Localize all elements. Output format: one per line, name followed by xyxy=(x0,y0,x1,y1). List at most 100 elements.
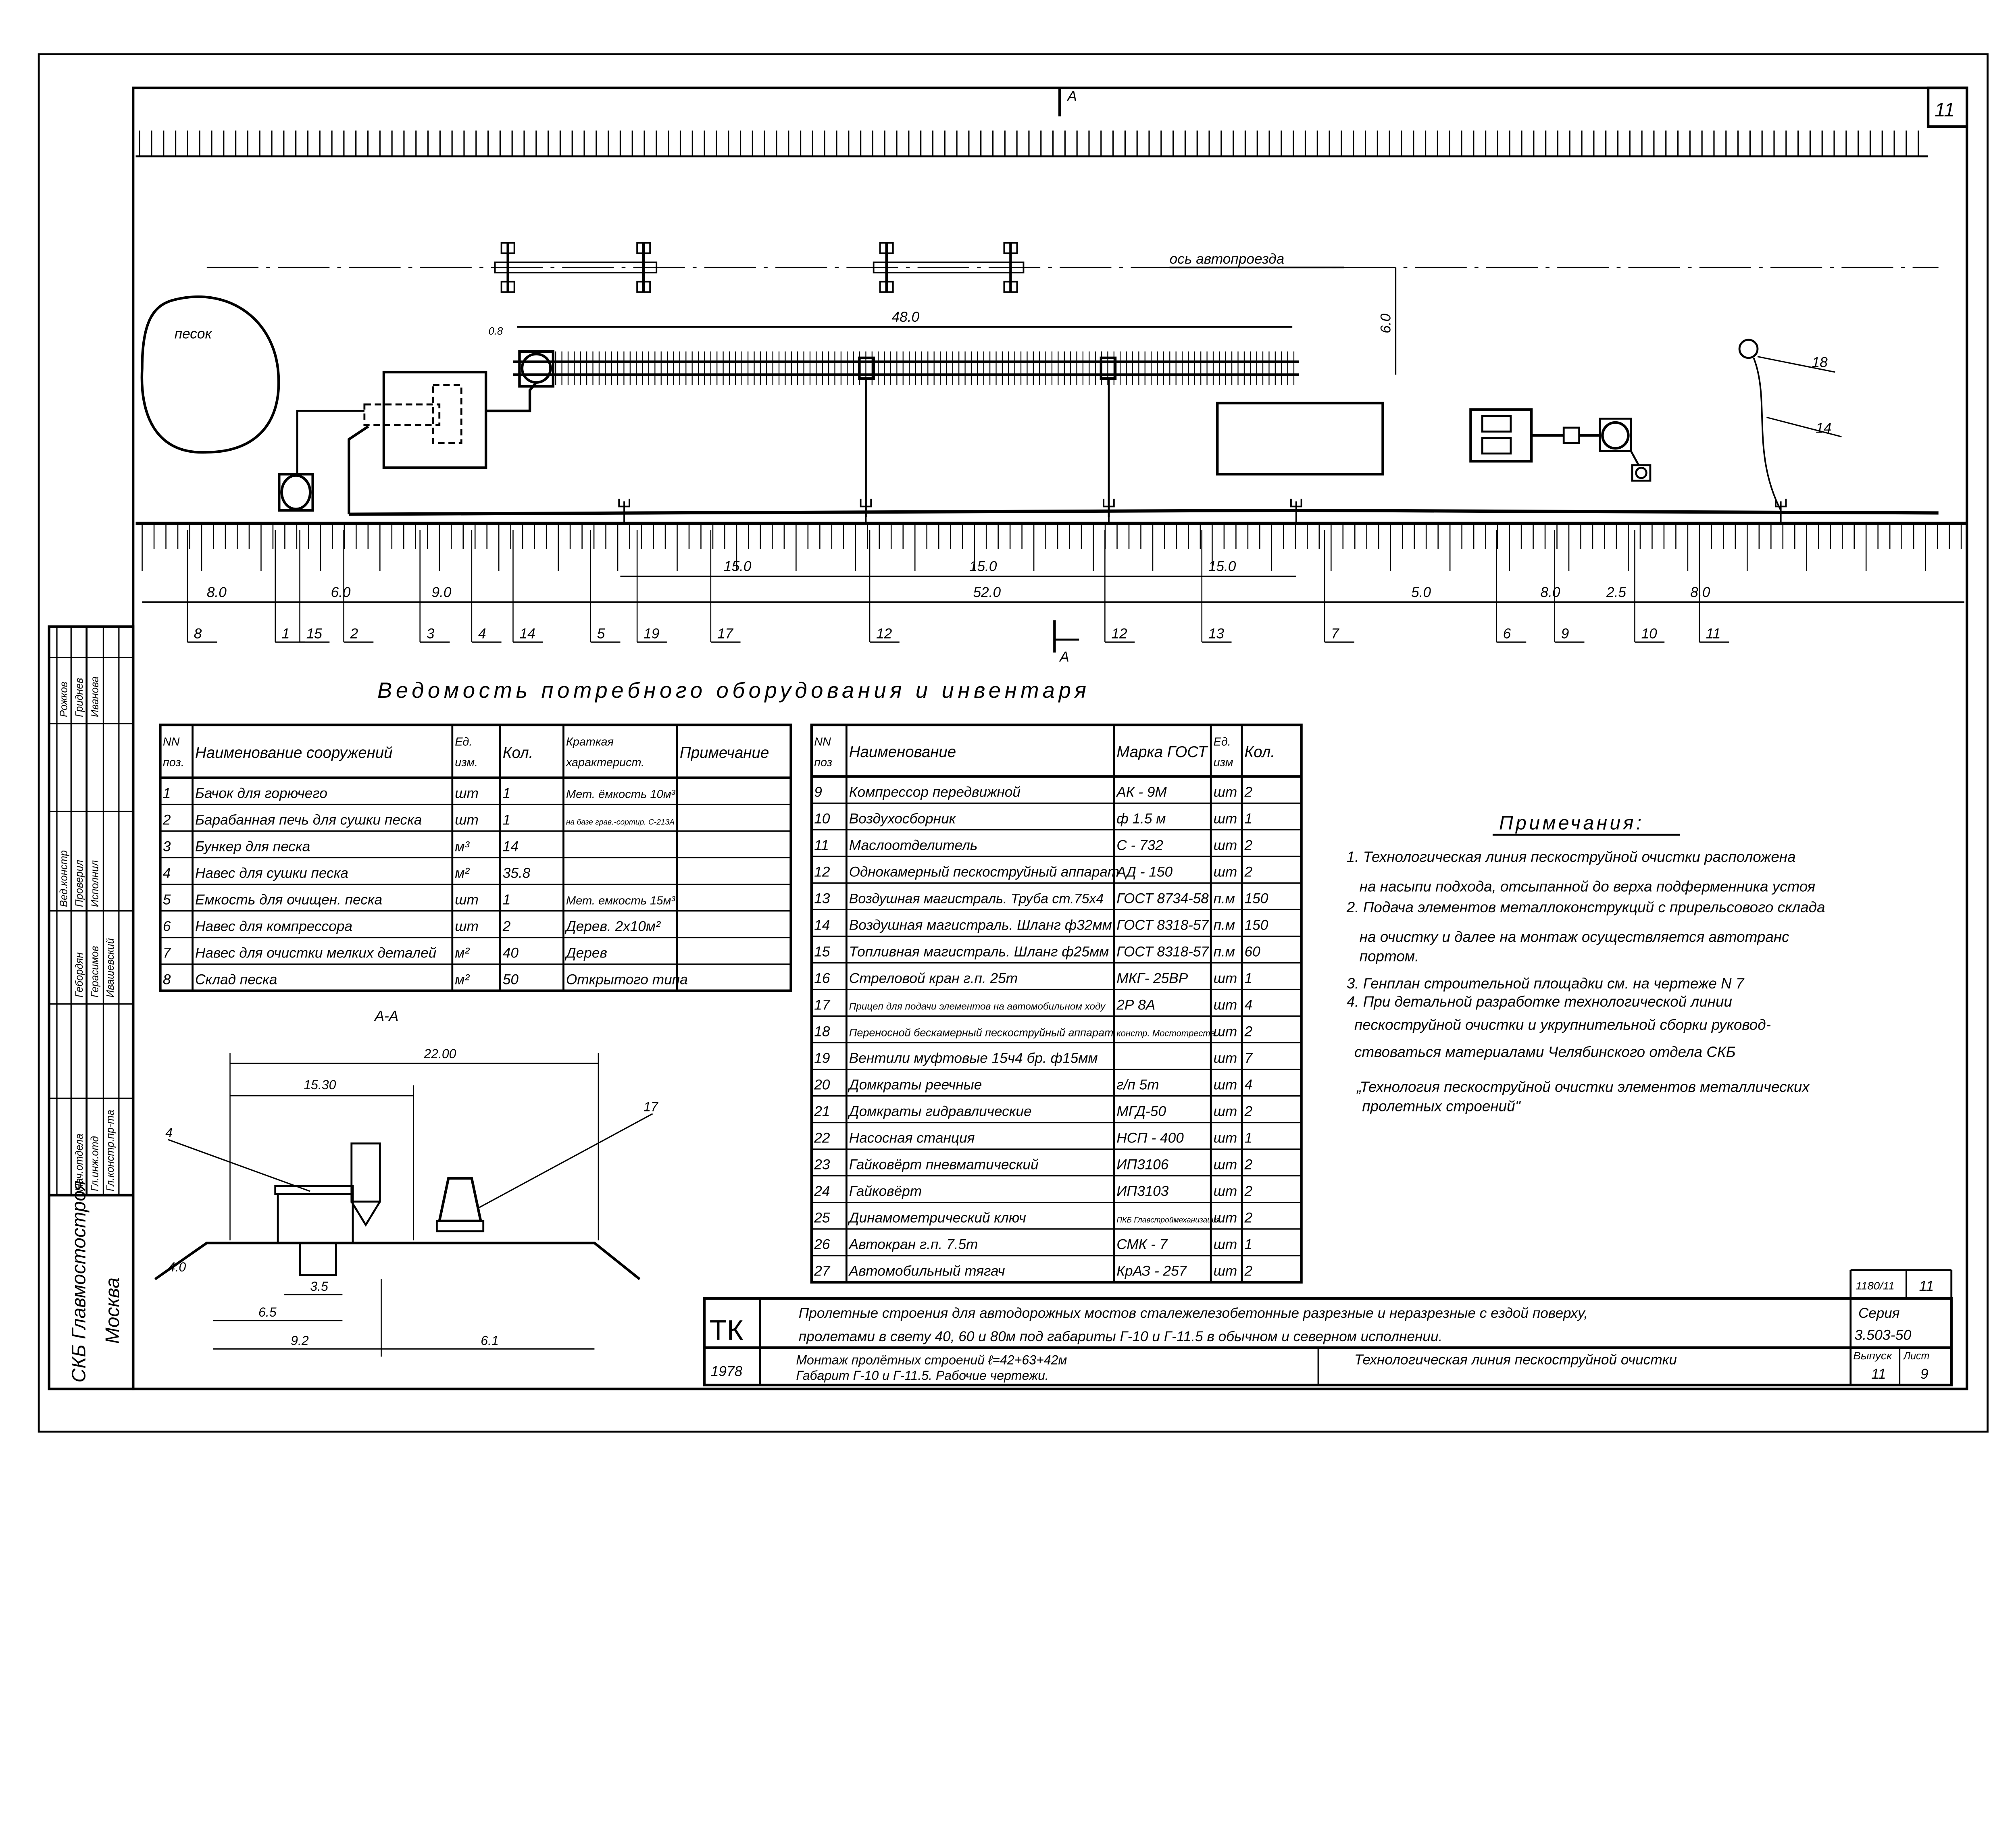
table-cell: Домкраты гидравлические xyxy=(848,1104,1032,1119)
wheel-icon xyxy=(1003,281,1018,293)
trailer-body xyxy=(873,261,1025,274)
dim-61: 6.1 xyxy=(481,1334,499,1348)
table-cell: 16 xyxy=(814,970,830,986)
stamp-name: Рожков xyxy=(58,682,70,717)
table-cell: Емкость для очищен. песка xyxy=(195,892,382,908)
dimension-label: 15.0 xyxy=(1208,559,1236,574)
table-cell: Склад песка xyxy=(195,972,277,988)
table-cell: 4 xyxy=(1245,1077,1253,1093)
table-cell: шт xyxy=(1214,1157,1237,1173)
table-cell: ГОСТ 8734-58 xyxy=(1116,890,1209,906)
dimension-label: 52.0 xyxy=(973,585,1001,600)
table-cell: АК - 9М xyxy=(1116,784,1167,800)
callout-3: 3 xyxy=(427,626,435,641)
table-cell: м² xyxy=(455,866,470,881)
table-cell: 7 xyxy=(1245,1051,1253,1066)
table-cell: 27 xyxy=(814,1263,831,1279)
sheet-number: 11 xyxy=(1935,99,1955,121)
stamp-name: Гриднев xyxy=(74,678,85,717)
table-cell: Компрессор передвижной xyxy=(849,784,1020,800)
series-label: Серия xyxy=(1858,1305,1900,1321)
table-cell: НСП - 400 xyxy=(1116,1130,1184,1146)
table-cell: АД - 150 xyxy=(1116,864,1173,880)
section-mark-top: А xyxy=(1066,88,1077,104)
table-header: поз. xyxy=(163,756,184,769)
table-cell: Однокамерный пескоструйный аппарат xyxy=(849,864,1119,880)
table-cell: Прицеп для подачи элементов на автомобил… xyxy=(849,1001,1106,1012)
tank-5-icon xyxy=(521,353,552,384)
table-cell: м² xyxy=(455,972,470,988)
stamp-name: Ивашевский xyxy=(105,938,116,997)
table-cell: 7 xyxy=(163,945,171,961)
table-cell: Переносной бескамерный пескоструйный апп… xyxy=(849,1027,1114,1039)
table-cell: МКГ- 25ВР xyxy=(1116,970,1188,986)
bunker-section xyxy=(350,1142,381,1203)
table-cell: Вентили муфтовые 15ч4 бр. ф15мм xyxy=(849,1051,1098,1066)
table-header: Кол. xyxy=(1245,743,1275,761)
table-cell: 2 xyxy=(1244,837,1253,853)
callout-12: 12 xyxy=(1111,626,1127,641)
table-cell: 1 xyxy=(1245,1237,1253,1253)
dimension-label: 5.0 xyxy=(1411,585,1431,600)
table-cell: шт xyxy=(1214,811,1237,826)
dim-48: 48.0 xyxy=(892,309,920,325)
table-cell: 1 xyxy=(163,785,171,801)
title-line-2: пролетами в свету 40, 60 и 80м под габар… xyxy=(799,1329,1443,1344)
table-cell: Топливная магистраль. Шланг ф25мм xyxy=(849,944,1109,959)
table-cell: шт xyxy=(455,919,479,934)
table-cell: 2Р 8А xyxy=(1116,997,1155,1013)
table-cell: м³ xyxy=(455,839,470,855)
note-line: 4. При детальной разработке технологичес… xyxy=(1347,993,1732,1010)
table-cell: Гайковёрт xyxy=(849,1184,922,1199)
table-cell: шт xyxy=(1214,1051,1237,1066)
table-cell: ПКБ Главстроймеханизация xyxy=(1116,1216,1220,1225)
sheet-label: Лист xyxy=(1903,1350,1929,1362)
org-name: СКБ Главмостостроя xyxy=(68,1180,90,1382)
valve-icon xyxy=(618,499,630,508)
callout-10: 10 xyxy=(1641,626,1658,641)
dimension-label: 9.0 xyxy=(432,585,452,600)
dimension-label: 15.0 xyxy=(724,559,752,574)
dimension-label: 8.0 xyxy=(1690,585,1710,600)
table-cell: 2 xyxy=(1244,1263,1253,1279)
note-line: на насыпи подхода, отсыпанной до верха п… xyxy=(1360,878,1815,895)
note-line: „Технология пескоструйной очистки элемен… xyxy=(1356,1078,1810,1095)
table-cell: Открытого типа xyxy=(566,972,688,988)
table-cell: Автокран г.п. 7.5т xyxy=(848,1237,978,1253)
table-cell: Бункер для песка xyxy=(195,839,310,855)
section-title: А-А xyxy=(374,1008,398,1024)
air-line-13 xyxy=(349,509,1939,516)
callout-19: 19 xyxy=(644,626,659,641)
table-header: Наименование xyxy=(849,743,956,761)
table-cell: констр. Мостотреста xyxy=(1116,1028,1215,1038)
note-line: 2. Подача элементов металлоконструкций с… xyxy=(1346,899,1825,915)
stamp-role: Проверил xyxy=(74,860,85,907)
trailer-17-section xyxy=(437,1177,483,1223)
table-header: Примечание xyxy=(680,744,769,761)
tk-code: ТК xyxy=(710,1314,744,1346)
dim-08: 0.8 xyxy=(489,326,503,337)
dimension-label: 8.0 xyxy=(1541,585,1560,600)
table-cell: Домкраты реечные xyxy=(848,1077,982,1093)
table-cell: Насосная станция xyxy=(849,1130,975,1146)
table-cell: г/п 5т xyxy=(1116,1077,1159,1093)
series-number: 3.503-50 xyxy=(1854,1327,1911,1343)
table-cell: 40 xyxy=(503,945,519,961)
sheet-number-box: 11 xyxy=(1926,86,1968,128)
table-header: NN xyxy=(814,735,831,748)
wheel-icon xyxy=(879,281,894,293)
table-cell: шт xyxy=(1214,1130,1237,1146)
table-cell: Динамометрический ключ xyxy=(848,1210,1026,1226)
table-cell: 19 xyxy=(814,1051,830,1066)
table-cell: 2 xyxy=(162,812,171,828)
table-cell: Воздушная магистраль. Шланг ф32мм xyxy=(849,917,1112,933)
dimension-label: 2.5 xyxy=(1606,585,1626,600)
table-cell: 4 xyxy=(163,866,171,881)
note-line: портом. xyxy=(1360,948,1419,965)
note-line: пролетных строений" xyxy=(1362,1098,1521,1114)
table-cell: 2 xyxy=(1244,1024,1253,1040)
dim-4: 4.0 xyxy=(168,1260,186,1274)
